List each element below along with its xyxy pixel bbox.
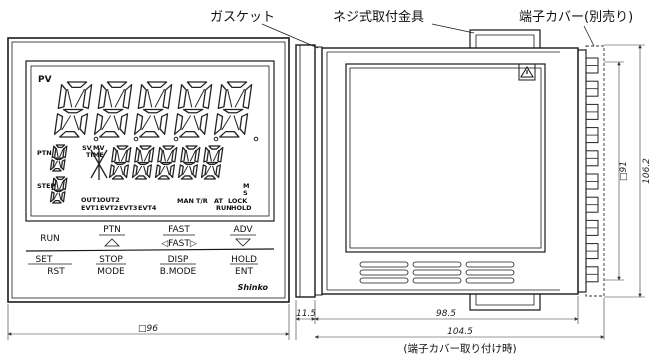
indicator-out2: OUT2 (100, 196, 120, 204)
callout-screw-bracket: ネジ式取付金具 (333, 9, 424, 25)
side-dimensions: 11.5 98.5 104.5 (端子カバー取り付け時) □91 106.2 (295, 44, 652, 355)
indicator-pv: PV (38, 75, 52, 85)
key-divider (25, 248, 275, 252)
callout-gasket: ガスケット (210, 10, 275, 25)
pv-digit (53, 81, 93, 138)
key-set[interactable]: SET (36, 255, 53, 265)
pv-decimal-point (133, 136, 139, 142)
indicator-evt4: EVT4 (138, 204, 157, 212)
star-segment-icon (90, 148, 108, 180)
indicator-at: AT (214, 197, 224, 205)
terminal-screws (585, 57, 599, 283)
side-view (295, 29, 605, 311)
callout-terminal-cover: 端子カバー(別売り) (519, 9, 633, 25)
triangle-up-icon (104, 238, 120, 247)
indicator-sv: SV (82, 144, 92, 152)
dim-front-width: □96 (138, 324, 158, 334)
warning-triangle-icon (518, 63, 536, 81)
dim-total-depth: 104.5 (447, 327, 473, 337)
front-view: PV PTN STEP SV MV TIME OUT1 OUT2 EVT1 EV… (7, 37, 290, 303)
gasket (314, 46, 323, 296)
ptn-digit (49, 144, 68, 172)
pv-decimal-point (93, 136, 99, 142)
key-adv[interactable]: ADV (233, 225, 253, 235)
key-run[interactable]: RUN (40, 234, 60, 244)
pv-digit (173, 81, 213, 138)
key-rst: RST (47, 267, 65, 277)
indicator-tr: T/R (196, 197, 208, 205)
key-stop[interactable]: STOP (99, 255, 123, 265)
sv-digit (177, 145, 201, 180)
terminal-block (577, 49, 587, 293)
indicator-ptn: PTN (37, 149, 52, 157)
pv-decimal-point (213, 136, 219, 142)
dim-total-note: (端子カバー取り付け時) (403, 342, 516, 355)
key-hold[interactable]: HOLD (231, 255, 257, 265)
pv-digit (93, 81, 133, 138)
indicator-mv: MV (93, 144, 105, 152)
indicator-time: TIME (86, 151, 104, 159)
label-plate (345, 63, 546, 253)
terminal-cover-outline (585, 45, 605, 297)
indicator-m: M (243, 182, 249, 190)
dim-height: 106.2 (642, 158, 652, 184)
sv-digit (131, 145, 155, 180)
indicator-out1: OUT1 (81, 196, 101, 204)
indicator-run: RUN (216, 204, 232, 212)
dim-gasket-depth: 11.5 (296, 309, 316, 319)
sv-digit (200, 145, 224, 180)
key-fast-sub: ◁FAST▷ (161, 239, 197, 249)
indicator-man: MAN (177, 197, 194, 205)
key-mode: MODE (97, 267, 125, 277)
key-ent: ENT (235, 267, 253, 277)
step-digits (49, 176, 68, 204)
lcd-window (25, 60, 275, 222)
indicator-s: S (243, 189, 248, 197)
sv-digit (108, 145, 132, 180)
triangle-down-icon (235, 238, 251, 247)
key-ptn[interactable]: PTN (103, 225, 121, 235)
sv-digits (108, 145, 224, 180)
indicator-step: STEP (37, 182, 56, 190)
sv-digit (154, 145, 178, 180)
vent-slots (359, 261, 515, 284)
screw-bracket (469, 29, 541, 48)
dim-body-depth: 98.5 (436, 309, 456, 319)
key-fast[interactable]: FAST (168, 225, 190, 235)
key-disp[interactable]: DISP (168, 255, 189, 265)
pv-digits (53, 81, 259, 142)
indicator-evt1: EVT1 (81, 204, 100, 212)
pv-digit (133, 81, 173, 138)
side-bezel (295, 44, 316, 298)
case-body (321, 47, 579, 295)
pv-digit (213, 81, 253, 138)
pv-decimal-point (173, 136, 179, 142)
dim-panel-cutout: □91 (619, 161, 629, 181)
indicator-evt3: EVT3 (119, 204, 137, 212)
step-digit (49, 176, 68, 204)
indicator-hold: HOLD (231, 204, 252, 212)
key-bmode: B.MODE (160, 267, 197, 277)
brand-logo: Shinko (238, 283, 269, 292)
lcd-window-inner (30, 65, 270, 217)
bottom-bracket (469, 294, 541, 311)
callouts: ガスケット ネジ式取付金具 端子カバー(別売り) (210, 9, 633, 49)
indicator-lock: LOCK (228, 197, 248, 205)
front-bezel (7, 37, 290, 303)
indicator-evt2: EVT2 (100, 204, 118, 212)
ptn-digits (49, 144, 68, 172)
pv-decimal-point (253, 136, 259, 142)
front-bezel-inner (11, 41, 286, 299)
front-width-dimension: □96 (7, 304, 290, 340)
